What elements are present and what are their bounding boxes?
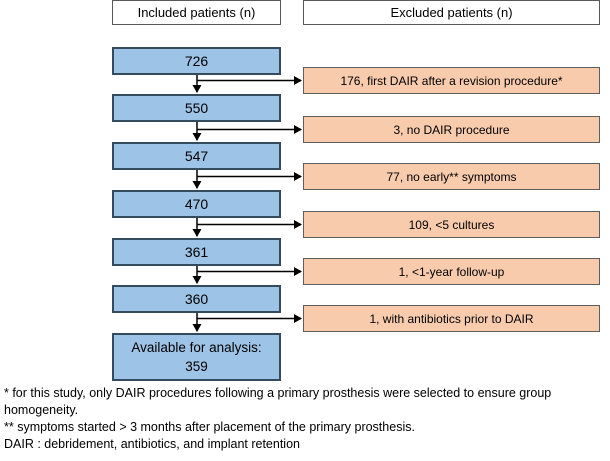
excluded-reason: 1, <1-year follow-up bbox=[398, 264, 505, 279]
excluded-box-reason-4: 109, <5 cultures bbox=[303, 211, 600, 238]
excluded-box-reason-1: 176, first DAIR after a revision procedu… bbox=[303, 67, 600, 94]
included-patients-header-label: Included patients (n) bbox=[137, 5, 256, 20]
excluded-reason: 77, no early** symptoms bbox=[386, 169, 517, 184]
excluded-box-reason-5: 1, <1-year follow-up bbox=[303, 258, 600, 285]
included-count: 360 bbox=[184, 291, 209, 307]
included-count: 361 bbox=[184, 244, 209, 260]
included-box-step-3: 547 bbox=[112, 142, 281, 170]
included-count: 726 bbox=[184, 53, 209, 69]
footnote-line: homogeneity. bbox=[4, 403, 79, 417]
available-for-analysis-count: 359 bbox=[185, 359, 208, 374]
footnote-line: DAIR : debridement, antibiotics, and imp… bbox=[4, 437, 300, 451]
included-count: 470 bbox=[184, 196, 209, 212]
included-box-step-4: 470 bbox=[112, 190, 281, 218]
footnote-line: ** symptoms started > 3 months after pla… bbox=[4, 420, 415, 434]
excluded-box-reason-3: 77, no early** symptoms bbox=[303, 163, 600, 190]
excluded-box-reason-6: 1, with antibiotics prior to DAIR bbox=[303, 305, 600, 332]
included-count: 547 bbox=[184, 148, 209, 164]
excluded-box-reason-2: 3, no DAIR procedure bbox=[303, 116, 600, 143]
excluded-reason: 109, <5 cultures bbox=[408, 217, 495, 232]
excluded-reason: 1, with antibiotics prior to DAIR bbox=[369, 311, 534, 326]
available-for-analysis-box: Available for analysis: 359 bbox=[112, 333, 281, 381]
footnote-line: * for this study, only DAIR procedures f… bbox=[4, 386, 552, 400]
included-box-step-1: 726 bbox=[112, 47, 281, 75]
included-box-step-6: 360 bbox=[112, 285, 281, 313]
available-for-analysis-label: Available for analysis: bbox=[131, 340, 262, 355]
included-count: 550 bbox=[184, 100, 209, 116]
excluded-reason: 3, no DAIR procedure bbox=[393, 122, 510, 137]
excluded-reason: 176, first DAIR after a revision procedu… bbox=[340, 73, 563, 88]
excluded-patients-header-label: Excluded patients (n) bbox=[390, 5, 513, 20]
included-box-step-5: 361 bbox=[112, 238, 281, 266]
included-patients-header: Included patients (n) bbox=[112, 0, 281, 25]
included-box-step-2: 550 bbox=[112, 94, 281, 122]
excluded-patients-header: Excluded patients (n) bbox=[303, 0, 600, 25]
footnotes: * for this study, only DAIR procedures f… bbox=[4, 385, 606, 453]
